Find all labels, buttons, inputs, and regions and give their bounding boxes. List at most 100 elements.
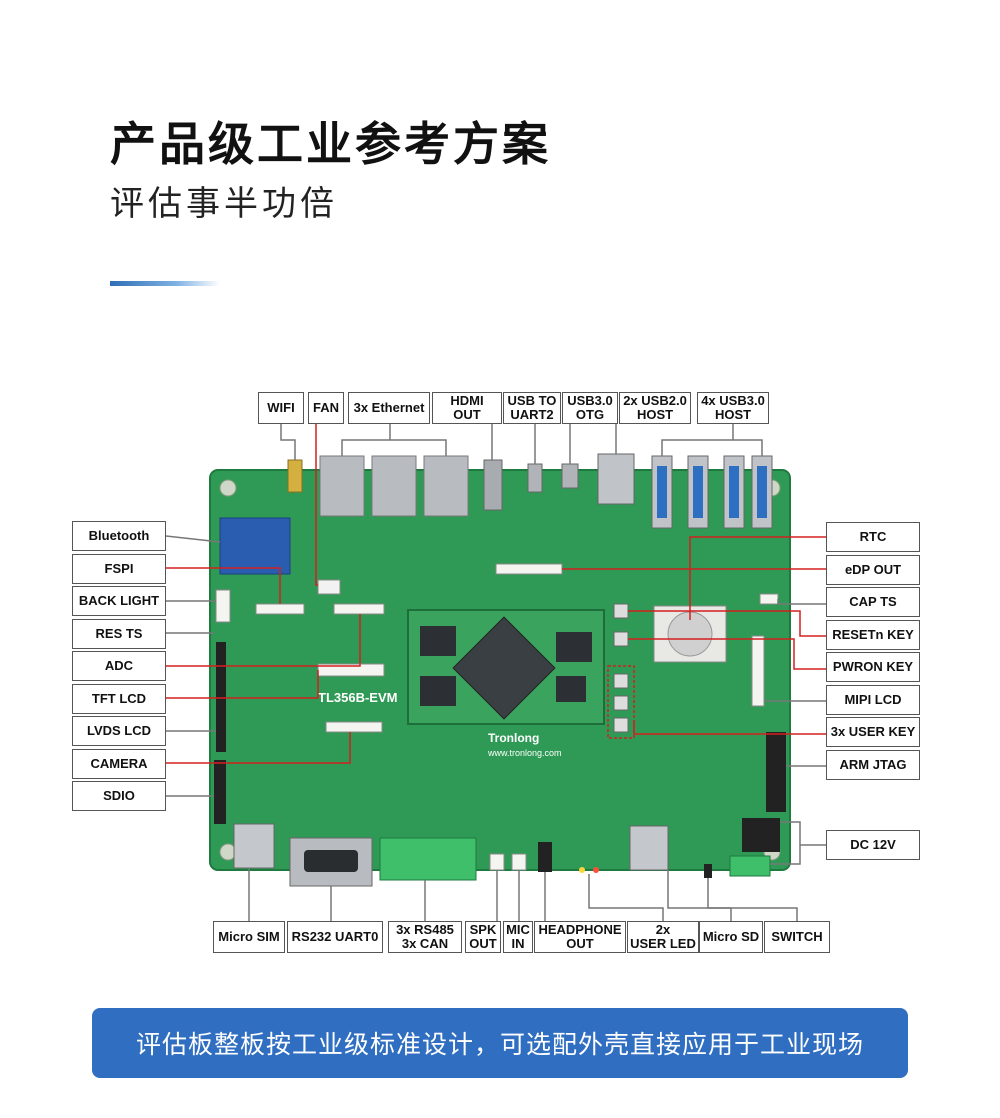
- adc-connector: [333, 603, 385, 615]
- accent-bar: [110, 281, 220, 286]
- user-led: [579, 867, 585, 873]
- page-subtitle: 评估事半功倍: [110, 184, 338, 224]
- leader-tft-lcd: [166, 670, 319, 699]
- fan-connector: [317, 579, 341, 595]
- leader-dc-2: [770, 845, 801, 865]
- usb3-inner: [657, 466, 667, 518]
- label-bottom-mic-in: MIC IN: [503, 921, 533, 953]
- ethernet-port: [319, 455, 365, 517]
- hdmi-port: [483, 459, 503, 511]
- leader-usb3: [661, 439, 763, 456]
- label-bottom-switch: SWITCH: [764, 921, 830, 953]
- emmc-chip: [556, 632, 592, 662]
- label-left-sdio: SDIO: [72, 781, 166, 811]
- cap-ts-connector: [759, 593, 779, 605]
- label-right-resetn-key: RESETn KEY: [826, 619, 920, 650]
- label-right-mipi-lcd: MIPI LCD: [826, 684, 920, 715]
- mipi-lcd-connector: [751, 635, 765, 707]
- label-right-3x-user-key: 3x USER KEY: [826, 717, 920, 747]
- user-key: [613, 695, 629, 711]
- dc-jack: [742, 818, 780, 852]
- fspi-connector: [255, 603, 305, 615]
- leader-fan: [315, 424, 318, 586]
- label-bottom-headphone-out: HEADPHONE OUT: [534, 921, 626, 953]
- board-model-silk: TL356B-EVM: [318, 690, 397, 705]
- label-right-dc-12v: DC 12V: [826, 830, 920, 860]
- label-top-2x-usb2-0-host: 2x USB2.0 HOST: [619, 392, 691, 424]
- rs232-db9-shell: [304, 850, 358, 872]
- cpu-chip: [452, 616, 556, 720]
- bluetooth-module: [219, 517, 291, 575]
- lvds-header: [216, 642, 226, 752]
- label-left-tft-lcd: TFT LCD: [72, 683, 166, 714]
- label-bottom-spk-out: SPK OUT: [465, 921, 501, 953]
- leader-dc: [780, 821, 826, 846]
- usb-otg-port: [561, 463, 579, 489]
- leader-user-key: [633, 720, 826, 735]
- label-bottom-rs232-uart0: RS232 UART0: [287, 921, 383, 953]
- jtag-header: [766, 732, 786, 812]
- label-top-3x-ethernet: 3x Ethernet: [348, 392, 430, 424]
- ethernet-port: [371, 455, 417, 517]
- ram-chip: [420, 626, 456, 656]
- leader-adc: [166, 614, 361, 667]
- power-switch: [704, 864, 712, 878]
- leader-micro-sd: [667, 870, 732, 921]
- label-top-usb3-0-otg: USB3.0 OTG: [562, 392, 618, 424]
- label-bottom-3x-rs485-3x-can: 3x RS485 3x CAN: [388, 921, 462, 953]
- board-brand-silk: Tronlong: [488, 731, 539, 745]
- leader-rtc: [689, 536, 826, 620]
- label-top-wifi: WIFI: [258, 392, 304, 424]
- label-left-res-ts: RES TS: [72, 618, 166, 649]
- usb-uart-port: [527, 463, 543, 493]
- usb3-inner: [757, 466, 767, 518]
- board-url-silk: www.tronlong.com: [487, 748, 562, 758]
- leader-reset: [628, 610, 826, 637]
- edp-connector: [495, 563, 563, 575]
- label-right-arm-jtag: ARM JTAG: [826, 749, 920, 780]
- board-diagram: TL356B-EVM Tronlong www.tronlong.com WIF…: [0, 380, 1000, 960]
- label-right-edp-out: eDP OUT: [826, 554, 920, 585]
- usb3-inner: [729, 466, 739, 518]
- ethernet-port: [423, 455, 469, 517]
- label-bottom-micro-sd: Micro SD: [699, 921, 763, 953]
- micro-sim-slot: [233, 823, 275, 869]
- user-led: [593, 867, 599, 873]
- label-top-4x-usb3-0-host: 4x USB3.0 HOST: [697, 392, 769, 424]
- leader-switch: [707, 878, 798, 921]
- label-bottom-micro-sim: Micro SIM: [213, 921, 285, 953]
- leader-fspi: [166, 567, 281, 604]
- page-title: 产品级工业参考方案: [110, 117, 551, 171]
- board-illustration: TL356B-EVM Tronlong www.tronlong.com: [165, 424, 826, 921]
- label-right-rtc: RTC: [826, 522, 920, 552]
- label-right-pwron-key: PWRON KEY: [826, 652, 920, 682]
- label-right-cap-ts: CAP TS: [826, 587, 920, 617]
- reset-key: [613, 603, 629, 619]
- pwron-key: [613, 631, 629, 647]
- rs485-can-terminal: [379, 837, 477, 881]
- power-terminal: [729, 855, 771, 877]
- usb2-port: [597, 453, 635, 505]
- footer-banner: 评估板整板按工业级标准设计，可选配外壳直接应用于工业现场: [92, 1008, 908, 1078]
- leader-pwron: [628, 638, 826, 670]
- sdio-header: [214, 760, 226, 824]
- usb3-inner: [693, 466, 703, 518]
- label-top-hdmi-out: HDMI OUT: [432, 392, 502, 424]
- back-light-connector: [215, 589, 231, 623]
- label-left-bluetooth: Bluetooth: [72, 521, 166, 551]
- user-key-highlight: [607, 665, 635, 739]
- micro-sd-slot: [629, 825, 669, 871]
- label-top-usb-to-uart2: USB TO UART2: [503, 392, 561, 424]
- mic-in-connector: [511, 853, 527, 871]
- leader-cap-ts: [777, 599, 826, 605]
- user-key: [613, 673, 629, 689]
- ram-chip: [420, 676, 456, 706]
- leader-ethernet: [341, 439, 447, 456]
- user-key: [613, 717, 629, 733]
- label-left-camera: CAMERA: [72, 748, 166, 779]
- camera-connector: [325, 721, 383, 733]
- leader-bluetooth: [165, 535, 221, 543]
- headphone-jack: [538, 842, 552, 872]
- leader-lines: [165, 424, 826, 921]
- label-left-fspi: FSPI: [72, 553, 166, 584]
